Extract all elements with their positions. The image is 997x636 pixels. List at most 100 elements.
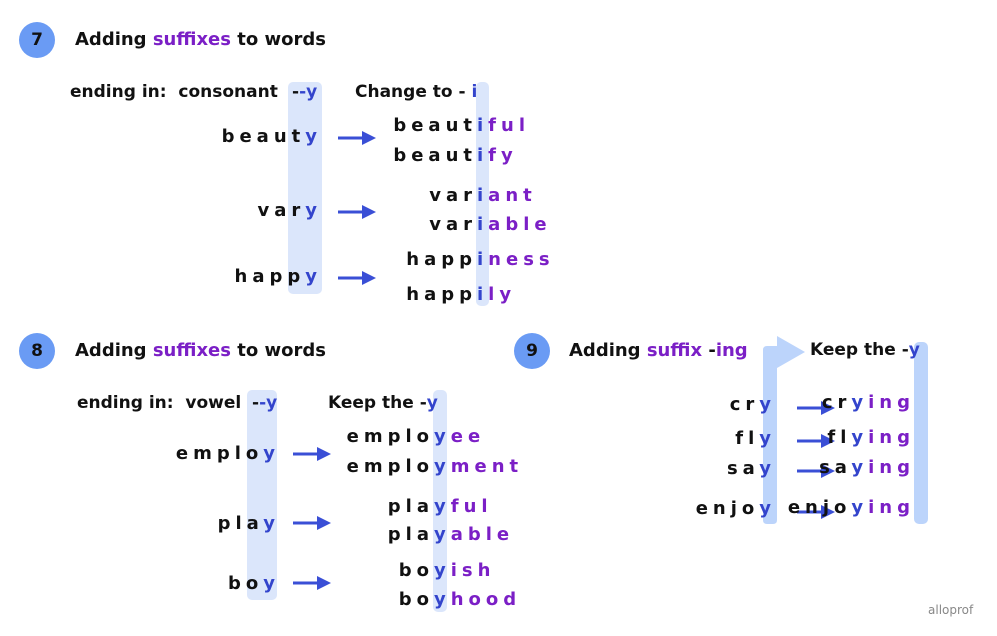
stem: bo [398, 560, 434, 581]
result-stem: var [429, 214, 477, 235]
condition-value: consonant [178, 82, 278, 102]
added-suffix: able [488, 214, 552, 235]
condition-prefix: ending in: [77, 393, 174, 413]
stem: happ [406, 284, 477, 305]
step-number: 8 [31, 341, 43, 361]
result-stem: pla [388, 524, 434, 545]
kept-letter-highlight [914, 342, 928, 524]
condition-value: vowel [185, 393, 242, 413]
base-word: cry [730, 394, 776, 415]
result-stem: happ [406, 249, 477, 270]
stem: pla [387, 524, 434, 545]
rule-text: Change to - [355, 82, 472, 102]
stem: bo [398, 589, 434, 610]
ending-letter-highlight [288, 82, 322, 294]
result-ending: iful [477, 115, 530, 136]
step-number-badge: 9 [514, 333, 550, 369]
result-word: flying [827, 427, 915, 448]
suffix-y: -y [259, 393, 278, 413]
arrow-right-icon [797, 434, 835, 448]
base-ending: y [263, 573, 280, 594]
base-stem: emplo [175, 443, 264, 464]
base-word: vary [258, 200, 323, 221]
result-ending: yable [434, 524, 514, 545]
added-suffix: hood [450, 589, 522, 610]
step-number: 7 [31, 30, 43, 50]
arrow-right-icon [797, 505, 835, 519]
rule-letter: i [471, 82, 478, 102]
section-heading: Adding suffixes to words [75, 29, 326, 50]
arrow-right-icon [797, 464, 835, 478]
rule-letter: y [426, 393, 438, 413]
heading-suffix: ing [715, 340, 748, 361]
result-ending: yful [434, 496, 493, 517]
result-ending: yish [434, 560, 495, 581]
base-stem: fl [735, 428, 760, 449]
base-word: enjoy [696, 498, 776, 519]
stem: fl [827, 427, 852, 448]
changed-letter-highlight [476, 82, 489, 306]
key-letter: i [477, 115, 489, 136]
section-heading: Adding suffix -ing [569, 340, 748, 361]
added-suffix: able [450, 524, 515, 545]
heading-text: to words [230, 29, 326, 50]
result-stem: var [429, 185, 477, 206]
stem: emplo [346, 456, 434, 477]
rule-letter: y [908, 340, 920, 360]
base-word: employ [176, 443, 280, 464]
stem: beaut [393, 115, 477, 136]
base-ending: y [305, 126, 322, 147]
result-ending: ily [477, 284, 516, 305]
rule-label: Keep the -y [328, 393, 438, 413]
condition-label: ending in: vowel [77, 393, 241, 413]
key-letter: i [477, 249, 489, 270]
stem: beaut [393, 145, 477, 166]
rule-label: Change to - i [355, 82, 477, 102]
base-word: play [218, 513, 280, 534]
alloprof-logo: alloprof [928, 603, 974, 617]
heading-dash: - [702, 340, 716, 361]
base-ending: y [759, 394, 776, 415]
result-stem: emplo [347, 456, 434, 477]
base-ending: y [759, 498, 776, 519]
heading-text: Adding [569, 340, 647, 361]
added-suffix: fy [488, 145, 518, 166]
base-stem: cr [729, 394, 760, 415]
key-letter: i [477, 185, 489, 206]
key-letter: y [434, 496, 451, 517]
heading-emphasis: suffixes [152, 340, 231, 361]
base-stem: beaut [221, 126, 306, 147]
result-word: crying [822, 392, 915, 413]
section-heading: Adding suffixes to words [75, 340, 326, 361]
result-word: enjoying [788, 497, 915, 518]
base-ending: y [263, 513, 280, 534]
result-ending: iable [477, 214, 552, 235]
added-suffix: ing [868, 497, 915, 518]
added-suffix: ing [868, 457, 915, 478]
base-ending: y [305, 200, 322, 221]
stem: emplo [346, 426, 434, 447]
heading-text: Adding [75, 340, 153, 361]
base-stem: happ [234, 266, 306, 287]
heading-text: to words [230, 340, 326, 361]
added-suffix: ing [868, 427, 915, 448]
added-suffix: ish [450, 560, 496, 581]
rule-label: Keep the -y [810, 340, 920, 360]
heading-emphasis: suffix [646, 340, 703, 361]
key-letter: y [434, 560, 451, 581]
key-letter: y [851, 427, 869, 448]
added-suffix: ee [450, 426, 486, 447]
stem: happ [406, 249, 477, 270]
base-word: happy [235, 266, 322, 287]
stem: cr [821, 392, 852, 413]
kept-letter-highlight [433, 390, 447, 612]
arrow-right-icon [338, 271, 376, 285]
base-stem: pla [217, 513, 264, 534]
key-letter: y [851, 497, 869, 518]
result-stem: beaut [393, 145, 477, 166]
base-stem: enjo [695, 498, 760, 519]
key-letter: y [434, 456, 451, 477]
step-number-badge: 8 [19, 333, 55, 369]
result-stem: bo [399, 560, 434, 581]
key-letter: y [851, 392, 869, 413]
